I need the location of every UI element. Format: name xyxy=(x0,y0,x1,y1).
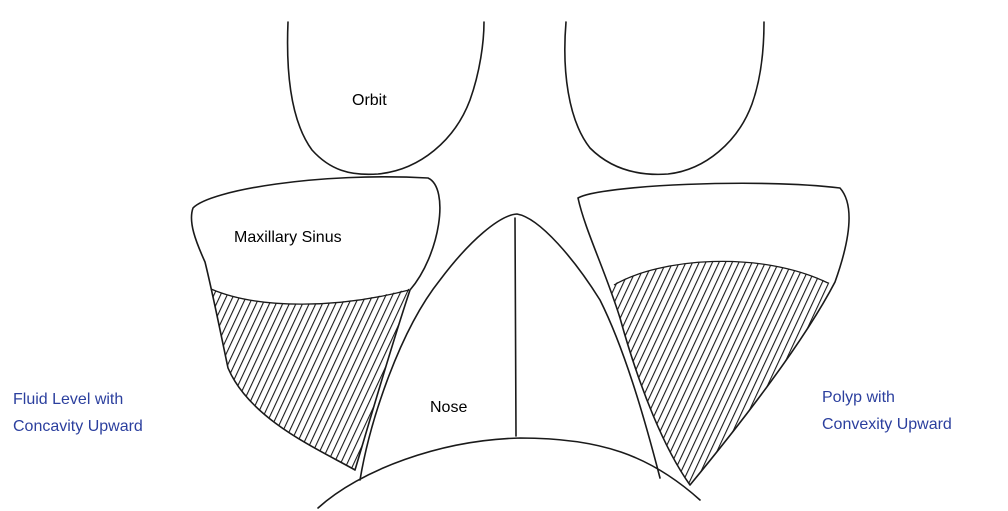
fluid-level-label-line2: Concavity Upward xyxy=(13,418,143,435)
polyp-label-line1: Polyp with xyxy=(822,389,895,406)
left-fluid-level-hatch xyxy=(190,288,430,500)
maxillary-sinus-label: Maxillary Sinus xyxy=(234,229,342,246)
nasal-septum-line xyxy=(515,218,516,436)
palate-arc xyxy=(318,438,700,508)
right-orbit-outline xyxy=(565,22,764,174)
nasal-cavity-outline xyxy=(360,214,660,480)
nose-label: Nose xyxy=(430,399,467,416)
orbit-label: Orbit xyxy=(352,92,387,109)
polyp-label-line2: Convexity Upward xyxy=(822,416,952,433)
fluid-level-label-line1: Fluid Level with xyxy=(13,391,123,408)
right-polyp-hatch xyxy=(580,261,860,511)
